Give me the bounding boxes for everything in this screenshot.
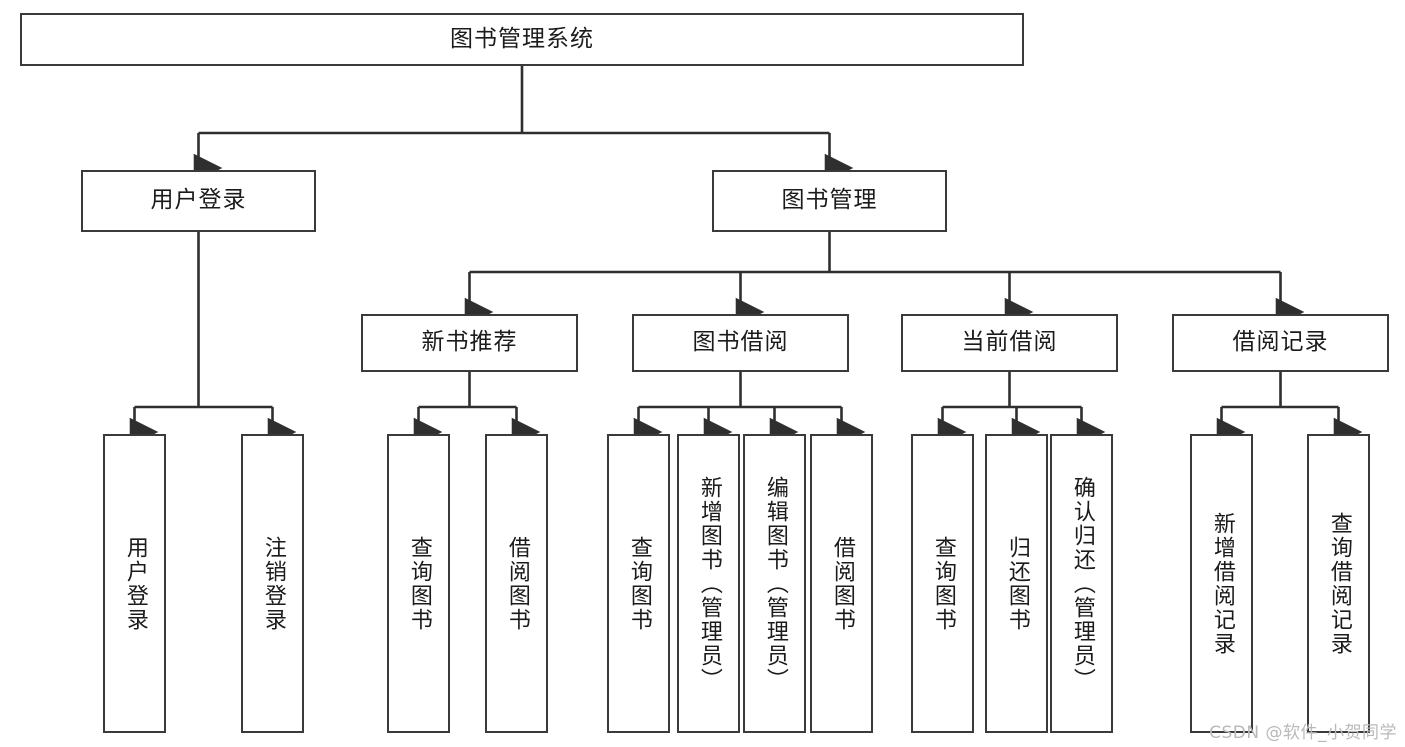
node-leaf-query-book-current[interactable]: 查询图书: [911, 434, 974, 733]
node-label: 借阅记录: [1232, 329, 1329, 356]
node-leaf-return-book[interactable]: 归还图书: [985, 434, 1048, 733]
node-leaf-add-book[interactable]: 新增图书（管理员）: [677, 434, 740, 733]
node-label: 用户登录: [122, 535, 148, 632]
node-leaf-borrow-book[interactable]: 借阅图书: [810, 434, 873, 733]
node-label: 新书推荐: [421, 329, 518, 356]
node-borrow-record[interactable]: 借阅记录: [1172, 314, 1389, 372]
node-user-login[interactable]: 用户登录: [81, 170, 316, 232]
node-label: 新增借阅记录: [1209, 511, 1235, 656]
node-leaf-borrow-book-rec[interactable]: 借阅图书: [485, 434, 548, 733]
node-leaf-query-borrow-record[interactable]: 查询借阅记录: [1307, 434, 1370, 733]
node-label: 查询图书: [930, 535, 956, 632]
node-label: 确认归还（管理员）: [1069, 475, 1095, 692]
node-leaf-add-borrow-record[interactable]: 新增借阅记录: [1190, 434, 1253, 733]
node-book-manage[interactable]: 图书管理: [712, 170, 947, 232]
node-new-book-recommend[interactable]: 新书推荐: [361, 314, 578, 372]
node-label: 查询图书: [626, 535, 652, 632]
watermark-label: CSDN @软件_小贺同学: [1209, 723, 1397, 743]
node-label: 借阅图书: [504, 535, 530, 632]
node-leaf-query-book-rec[interactable]: 查询图书: [387, 434, 450, 733]
node-label: 图书管理系统: [450, 25, 594, 52]
node-leaf-query-book-borrow[interactable]: 查询图书: [607, 434, 670, 733]
node-label: 查询图书: [406, 535, 432, 632]
node-label: 当前借阅: [961, 329, 1058, 356]
node-leaf-confirm-return[interactable]: 确认归还（管理员）: [1050, 434, 1113, 733]
node-current-borrow[interactable]: 当前借阅: [901, 314, 1118, 372]
node-label: 用户登录: [150, 187, 247, 214]
node-label: 查询借阅记录: [1326, 511, 1352, 656]
node-label: 图书借阅: [692, 329, 789, 356]
node-leaf-edit-book[interactable]: 编辑图书（管理员）: [743, 434, 806, 733]
node-leaf-user-logout[interactable]: 注销登录: [241, 434, 304, 733]
node-root[interactable]: 图书管理系统: [20, 13, 1024, 66]
node-label: 编辑图书（管理员）: [762, 475, 788, 692]
node-label: 新增图书（管理员）: [696, 475, 722, 692]
node-label: 借阅图书: [829, 535, 855, 632]
node-label: 归还图书: [1004, 535, 1030, 632]
node-label: 注销登录: [260, 535, 286, 632]
node-book-borrow[interactable]: 图书借阅: [632, 314, 849, 372]
node-label: 图书管理: [781, 187, 878, 214]
node-leaf-user-login[interactable]: 用户登录: [103, 434, 166, 733]
